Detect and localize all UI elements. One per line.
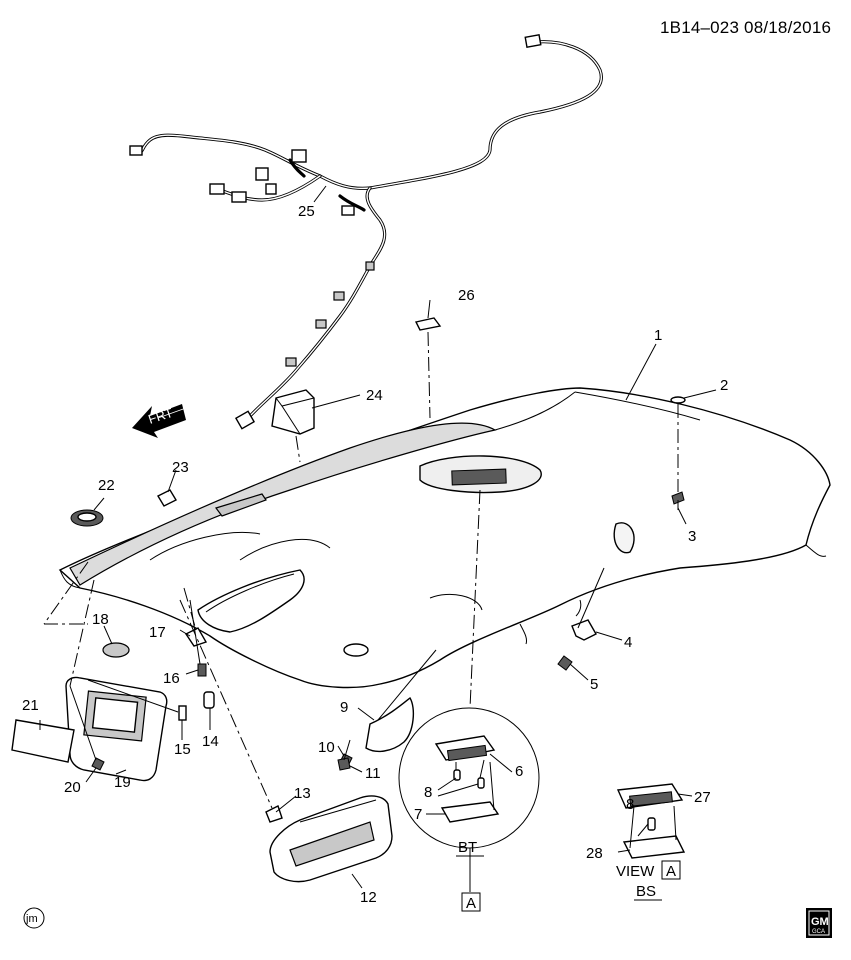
callout-18: 18 xyxy=(92,611,109,628)
part-22-grommet xyxy=(70,509,104,527)
artist-initials: jm xyxy=(25,913,38,925)
part-18-bezel xyxy=(102,642,130,658)
part-3-clip xyxy=(671,491,685,505)
part-13-clip xyxy=(265,805,283,823)
alignment-lines xyxy=(43,331,679,892)
callout-19: 19 xyxy=(114,774,131,791)
callout-10: 10 xyxy=(318,739,335,756)
gm-logo: GM GCA xyxy=(806,908,832,938)
callout-2: 2 xyxy=(720,377,728,394)
callout-16: 16 xyxy=(163,670,180,687)
gm-logo-subtext: GCA xyxy=(812,929,825,935)
wiring-harness xyxy=(129,34,603,430)
callout-23: 23 xyxy=(172,459,189,476)
view-a-bs-prefix: VIEW xyxy=(616,863,655,880)
part-15-pin xyxy=(178,705,187,721)
part-23-clip xyxy=(157,489,177,507)
callout-27: 27 xyxy=(694,789,711,806)
callout-21: 21 xyxy=(22,697,39,714)
view-a-bs-label: BS xyxy=(636,883,656,900)
part-2-washer xyxy=(670,396,686,404)
headliner-panel xyxy=(58,387,831,689)
part-9-assist-handle xyxy=(365,696,415,753)
callout-8-bt: 8 xyxy=(424,784,432,801)
callout-9: 9 xyxy=(340,699,348,716)
part-5-screw xyxy=(557,655,573,671)
callout-6: 6 xyxy=(515,763,523,780)
callout-11: 11 xyxy=(365,765,381,782)
callout-13: 13 xyxy=(294,785,311,802)
detail-view-a-bs xyxy=(616,783,686,859)
part-26-pad xyxy=(414,317,442,331)
artist-mark: jm xyxy=(23,907,45,929)
part-21-label xyxy=(11,719,75,763)
callout-28: 28 xyxy=(586,845,603,862)
part-24-block xyxy=(271,389,315,435)
callout-25: 25 xyxy=(298,203,315,220)
callout-numbers: 1 2 3 4 5 6 7 8 8 9 10 11 12 13 14 15 16… xyxy=(22,203,728,906)
gm-logo-text: GM xyxy=(811,916,829,928)
leader-lines xyxy=(39,185,717,889)
view-a-bs-letter: A xyxy=(666,863,676,880)
callout-3: 3 xyxy=(688,528,696,545)
detail-view-a-bt xyxy=(398,707,540,849)
part-4-bracket xyxy=(571,619,597,641)
front-direction-arrow xyxy=(132,404,187,438)
diagram-code-date: 1B14–023 08/18/2016 xyxy=(660,18,832,37)
callout-26: 26 xyxy=(458,287,475,304)
part-16-screw xyxy=(197,663,207,677)
callout-17: 17 xyxy=(149,624,166,641)
view-a-bt-letter: A xyxy=(466,895,476,912)
callout-12: 12 xyxy=(360,889,377,906)
front-direction-label: FRT xyxy=(146,405,175,427)
part-19-sunshade xyxy=(65,676,168,782)
callout-7: 7 xyxy=(414,806,422,823)
callout-14: 14 xyxy=(202,733,219,750)
callout-24: 24 xyxy=(366,387,383,404)
callout-4: 4 xyxy=(624,634,632,651)
part-14-clip xyxy=(203,691,215,709)
callout-15: 15 xyxy=(174,741,191,758)
callout-22: 22 xyxy=(98,477,115,494)
view-a-bt-label: BT xyxy=(458,839,477,856)
callout-8-bs: 8 xyxy=(626,796,634,813)
callout-20: 20 xyxy=(64,779,81,796)
part-20-screw xyxy=(91,757,105,771)
callout-1: 1 xyxy=(654,327,662,344)
callout-5: 5 xyxy=(590,676,598,693)
part-12-overhead-console xyxy=(269,795,393,883)
